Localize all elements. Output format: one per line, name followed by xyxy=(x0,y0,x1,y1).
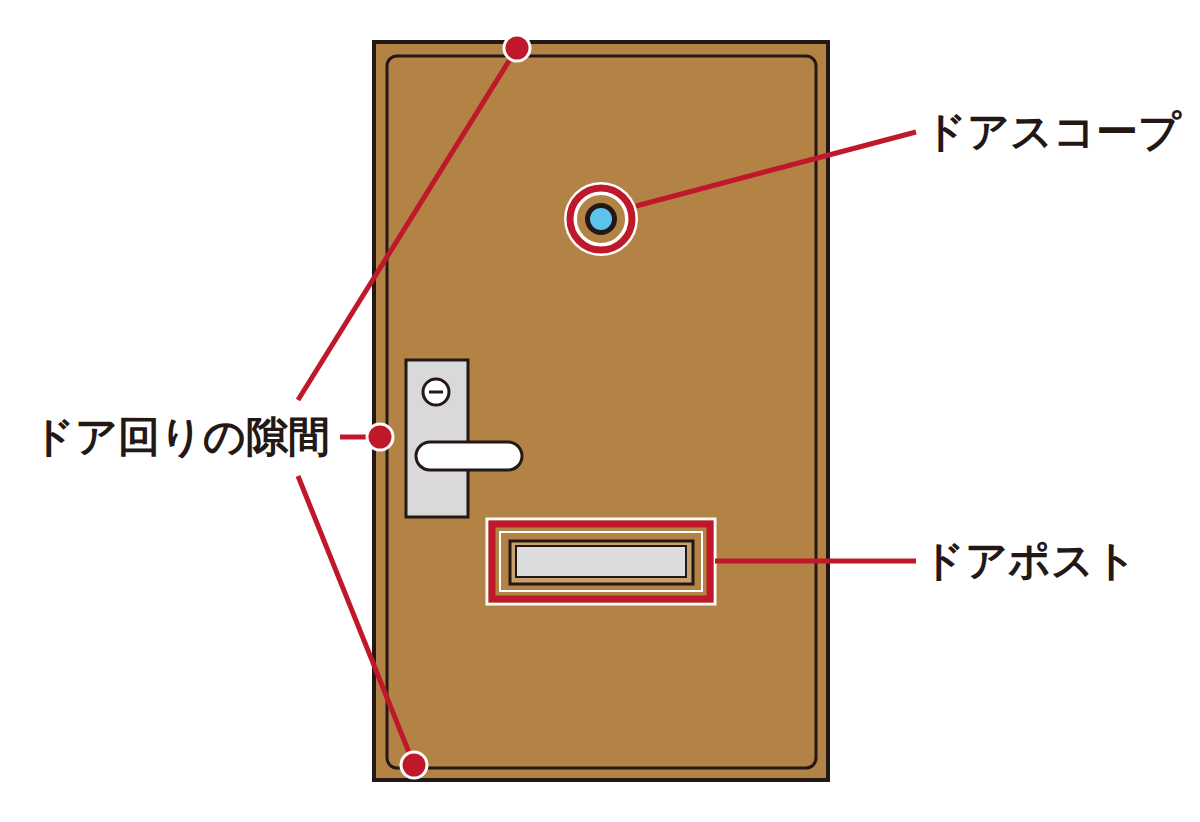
leader-line xyxy=(298,476,414,765)
scope-highlight-inner xyxy=(576,194,626,244)
post-highlight-inner xyxy=(500,532,702,591)
callout-label: ドア回りの隙間 xyxy=(32,414,330,460)
scope-rim xyxy=(585,203,617,235)
leader-dot xyxy=(367,424,393,450)
door-scope xyxy=(590,208,612,230)
keyhole xyxy=(423,379,449,405)
post-highlight xyxy=(492,524,710,599)
callout-label: ドアポスト xyxy=(922,538,1137,584)
leader-dot xyxy=(401,752,427,778)
keyhole-slot xyxy=(429,391,443,394)
door-lever xyxy=(416,442,522,470)
leader-dot xyxy=(504,35,530,61)
post-flap xyxy=(516,546,686,577)
door-post xyxy=(510,541,693,584)
leader-line xyxy=(298,48,517,400)
door xyxy=(374,42,828,780)
door-inner-frame xyxy=(387,56,816,768)
post-highlight-outer xyxy=(487,519,715,604)
callout-label: ドアスコープ xyxy=(924,109,1181,155)
scope-highlight-outer xyxy=(564,182,638,256)
handle-plate xyxy=(406,360,468,517)
leader-line xyxy=(636,132,916,206)
scope-highlight xyxy=(570,188,632,250)
leader-line xyxy=(715,559,916,564)
